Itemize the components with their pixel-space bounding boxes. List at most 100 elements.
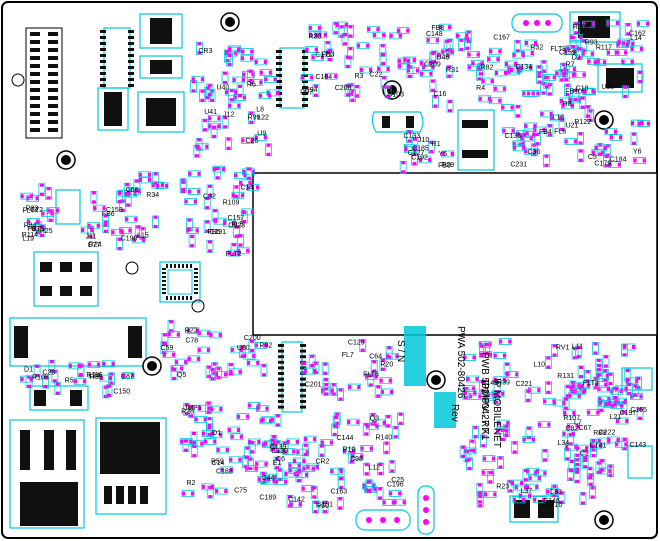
smd-pad — [210, 89, 215, 93]
smd-pad — [602, 60, 606, 65]
smd-pad — [208, 124, 212, 129]
smd-pad — [502, 86, 506, 91]
pin — [128, 54, 134, 57]
smd-pad — [366, 489, 371, 493]
smd-pad — [338, 506, 343, 510]
smd-pad — [524, 41, 528, 46]
smd-pad — [588, 476, 593, 480]
smd-pad — [221, 167, 225, 172]
smd-pad — [186, 328, 190, 333]
smd-pad — [599, 469, 603, 474]
smd-pad — [295, 439, 299, 444]
smd-pad — [360, 348, 365, 352]
smd-pad — [212, 125, 217, 129]
smd-pad — [467, 466, 472, 470]
smd-pad — [302, 458, 306, 463]
smd-pad — [382, 33, 386, 38]
smd-pad — [264, 441, 268, 446]
smd-pad — [535, 469, 539, 474]
smd-pad — [318, 32, 322, 37]
smd-pad — [215, 167, 220, 171]
smd-pad — [481, 79, 485, 84]
smd-pad — [312, 495, 317, 499]
refdes-label: C78 — [185, 337, 198, 344]
smd-pad — [432, 50, 437, 54]
pin — [278, 383, 284, 387]
refdes-label: R29 — [441, 162, 454, 169]
smd-pad — [240, 193, 244, 198]
pin — [300, 355, 306, 359]
smd-pad — [570, 35, 574, 40]
smd-pad — [591, 150, 595, 155]
refdes-label: C101 — [316, 502, 333, 509]
smd-pad — [275, 466, 280, 470]
smd-pad — [378, 487, 383, 491]
smd-pad — [598, 397, 602, 402]
smd-pad — [40, 233, 45, 237]
smd-pad — [181, 187, 186, 191]
smd-pad — [348, 385, 352, 390]
smd-pad — [523, 469, 528, 473]
tooling-hole-core — [599, 515, 609, 525]
refdes-label: C197 — [620, 410, 637, 417]
smd-pad — [582, 89, 586, 94]
smd-pad — [638, 79, 643, 83]
smd-pad — [552, 353, 557, 357]
smd-pad — [297, 468, 301, 473]
smd-pad — [250, 441, 255, 445]
smd-pad — [522, 91, 526, 96]
smd-pad — [591, 89, 595, 94]
smd-pad — [356, 420, 360, 425]
smd-pad — [502, 377, 506, 382]
refdes-label: C184 — [610, 156, 627, 163]
smd-pad — [323, 32, 327, 37]
refdes-label: R23 — [496, 483, 509, 490]
smd-pad — [577, 56, 582, 60]
smd-pad — [618, 135, 622, 140]
serial-box — [404, 326, 456, 428]
refdes-label: FL7 — [342, 352, 354, 359]
smd-pad — [247, 176, 252, 180]
pin — [30, 80, 40, 84]
smd-pad — [386, 424, 391, 428]
smd-pad — [42, 225, 46, 230]
refdes-label: C20 — [42, 370, 55, 377]
refdes-label: L21 — [610, 414, 622, 421]
smd-pad — [546, 390, 551, 394]
smd-pad — [88, 235, 93, 239]
smd-pad — [419, 157, 423, 162]
smd-pad — [541, 60, 546, 64]
smd-pad — [195, 228, 199, 233]
refdes-label: C83 — [549, 489, 562, 496]
pin — [162, 292, 166, 294]
smd-pad — [547, 92, 552, 96]
smd-pad — [532, 132, 536, 137]
smd-pad — [467, 457, 472, 461]
smd-pad — [208, 193, 213, 197]
smd-pad — [573, 98, 578, 102]
smd-pad — [608, 162, 612, 167]
smd-pad — [223, 221, 227, 226]
smd-pad — [184, 412, 189, 416]
smd-pad — [167, 332, 171, 337]
smd-pad — [547, 124, 552, 128]
smd-pad — [242, 72, 246, 77]
smd-pad — [197, 189, 201, 194]
smd-pad — [382, 85, 387, 89]
smd-pad — [302, 361, 307, 365]
refdes-label: R34 — [146, 192, 159, 199]
refdes-label: C66 — [126, 187, 139, 194]
smd-pad — [27, 384, 32, 388]
smd-pad — [552, 484, 557, 488]
smd-pad — [472, 355, 476, 360]
smd-pad — [229, 369, 233, 374]
inductor-l14 — [137, 91, 185, 133]
smd-pad — [193, 199, 197, 204]
refdes-label: R94 — [305, 87, 318, 94]
smd-pad — [552, 493, 557, 497]
refdes-label: U46 — [436, 55, 449, 62]
refdes-label: C164 — [315, 74, 332, 81]
smd-pad — [428, 157, 432, 162]
smd-pad — [354, 94, 359, 98]
smd-pad — [407, 64, 411, 69]
